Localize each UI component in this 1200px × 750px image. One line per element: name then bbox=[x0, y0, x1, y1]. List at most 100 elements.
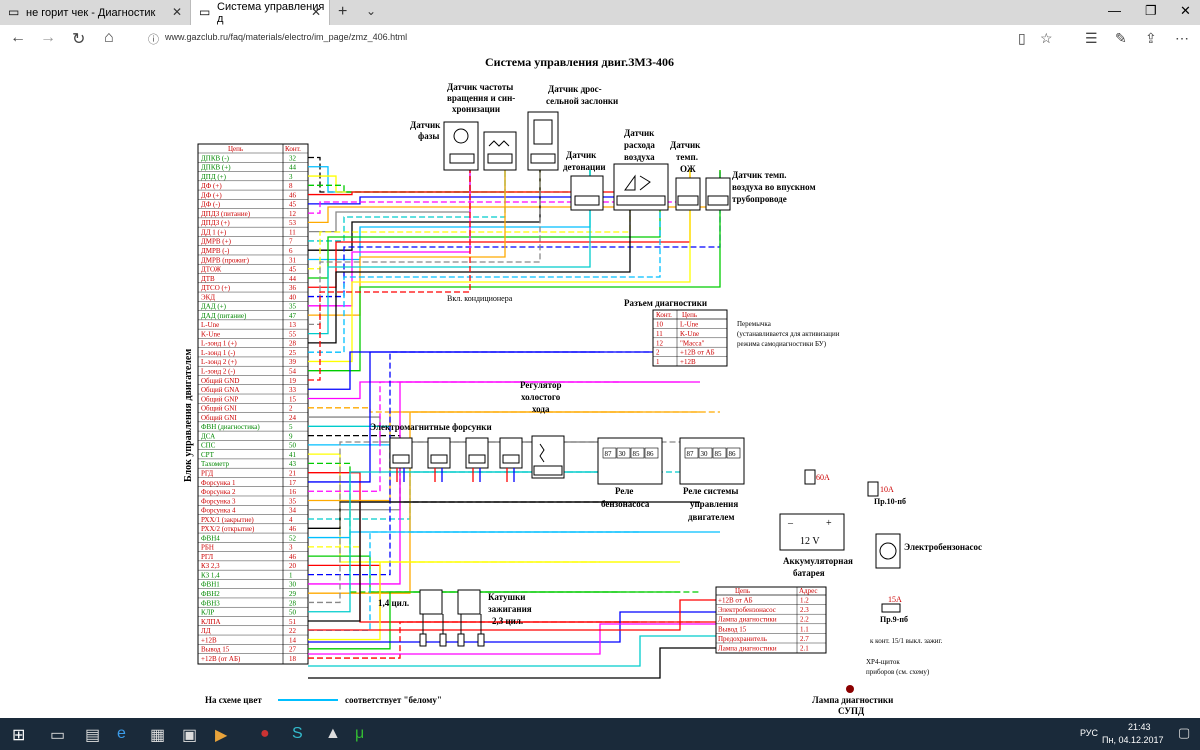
explorer-icon[interactable]: ▤ bbox=[85, 727, 101, 744]
home-icon[interactable]: ⌂ bbox=[104, 29, 114, 46]
back-icon[interactable]: ← bbox=[10, 29, 26, 46]
tab-inactive[interactable]: ▭ не горит чек - Диагностик ✕ bbox=[0, 0, 190, 25]
clock-date[interactable]: Пн, 04.12.2017 bbox=[1102, 735, 1164, 745]
ecu-pin-name: ДФ (+) bbox=[201, 191, 222, 199]
xp4-note-1: ХР4-щиток bbox=[866, 658, 900, 666]
minimize-icon[interactable]: — bbox=[1108, 3, 1121, 18]
fuel-pump-relay bbox=[597, 437, 663, 485]
notes-icon[interactable]: ✎ bbox=[1115, 30, 1127, 46]
ecu-pin-number: 21 bbox=[289, 469, 297, 477]
crank-sensor-label-3: хронизации bbox=[452, 104, 500, 114]
favorites-hub-icon[interactable]: ☰ bbox=[1085, 30, 1098, 46]
reading-view-icon[interactable]: ▯ bbox=[1018, 30, 1026, 46]
media-icon[interactable]: ▶ bbox=[215, 727, 228, 744]
ecu-pin-number: 31 bbox=[289, 256, 297, 264]
new-tab-icon[interactable]: + bbox=[338, 3, 348, 20]
xp-header-address: Адрес bbox=[799, 587, 818, 595]
ecu-pin-name: ДСА bbox=[201, 432, 215, 440]
task-view-icon[interactable]: ▭ bbox=[50, 727, 66, 744]
nav-bar: ← → ↻ ⌂ ⓘ www.gazclub.ru/faq/materials/e… bbox=[0, 25, 1200, 53]
tab-active[interactable]: ▭ Система управления д ✕ bbox=[190, 0, 330, 25]
coil-23-label: 2,3 цил. bbox=[492, 616, 523, 626]
ecu-pin-name: ДАД (+) bbox=[201, 303, 227, 311]
throttle-sensor-label-2: сельной заслонки bbox=[546, 96, 618, 106]
diagram-title: Система управления двиг.ЗМЗ-406 bbox=[485, 55, 674, 69]
relay-pin-label: 30 bbox=[701, 450, 709, 458]
windows-start-icon[interactable]: ⊞ bbox=[12, 727, 26, 744]
relay-pin-label: 86 bbox=[729, 450, 737, 458]
ecu-pin-name: РХХ/1 (закрытие) bbox=[201, 516, 254, 524]
close-icon[interactable]: ✕ bbox=[171, 5, 182, 19]
language-indicator[interactable]: РУС bbox=[1080, 728, 1099, 738]
chat-icon[interactable]: ▲ bbox=[325, 725, 341, 742]
ecu-pin-number: 14 bbox=[289, 636, 297, 644]
xp-row-circuit: Вывод 15 bbox=[718, 625, 747, 633]
engine-relay-label-3: двигателем bbox=[688, 512, 735, 522]
fuse-10-loc: Пр.10-пб bbox=[874, 497, 906, 506]
fuse-15-label: 15А bbox=[888, 595, 902, 604]
address-bar[interactable]: www.gazclub.ru/faq/materials/electro/im_… bbox=[165, 32, 408, 42]
ecu-pin-name: +12В bbox=[201, 636, 217, 644]
app-icon[interactable]: ● bbox=[260, 725, 270, 742]
ecu-pin-name: ЛД bbox=[201, 627, 211, 635]
relay-pin-label: 87 bbox=[687, 450, 695, 458]
ignition-note: к конт. 15/1 выкл. зажиг. bbox=[870, 637, 943, 645]
refresh-icon[interactable]: ↻ bbox=[72, 31, 86, 48]
ecu-pin-name: Общий GNA bbox=[201, 386, 239, 394]
crank-sensor-label-1: Датчик частоты bbox=[447, 82, 513, 92]
ecu-pin-number: 44 bbox=[289, 275, 297, 283]
folder-icon[interactable]: ▣ bbox=[182, 727, 198, 744]
ecu-pin-number: 43 bbox=[289, 460, 297, 468]
ecu-pin-number: 45 bbox=[289, 201, 297, 209]
forward-icon[interactable]: → bbox=[40, 29, 56, 46]
ecu-pin-name: Общий GNI bbox=[201, 414, 237, 422]
diag-lamp-icon bbox=[846, 685, 854, 693]
more-icon[interactable]: ⋯ bbox=[1175, 30, 1189, 46]
utorrent-icon[interactable]: μ bbox=[355, 725, 365, 742]
page-icon: ▭ bbox=[8, 5, 20, 19]
ecu-pin-number: 47 bbox=[289, 312, 297, 320]
xp-row-address: 1.2 bbox=[800, 597, 809, 605]
legend-left: На схеме цвет bbox=[205, 695, 262, 705]
ecu-pin-name: ФВН2 bbox=[201, 590, 220, 598]
ecu-pin-number: 30 bbox=[289, 581, 297, 589]
notification-icon[interactable]: ▢ bbox=[1178, 725, 1191, 740]
chevron-down-icon[interactable]: ⌄ bbox=[366, 4, 377, 18]
ecu-pin-name: Форсунка 4 bbox=[201, 507, 236, 515]
ecu-pin-name: L-зонд 1 (-) bbox=[201, 349, 236, 357]
relay-pin-label: 87 bbox=[605, 450, 613, 458]
coolant-sensor-label-1: Датчик bbox=[670, 140, 701, 150]
battery bbox=[779, 513, 845, 551]
diag-row-circuit: "Масса" bbox=[680, 339, 705, 347]
store-icon[interactable]: ▦ bbox=[150, 727, 166, 744]
battery-minus-icon: – bbox=[787, 518, 794, 529]
ignition-coil-14 bbox=[419, 589, 443, 615]
share-icon[interactable]: ⇪ bbox=[1145, 30, 1157, 46]
ecu-pin-name: ДФ (-) bbox=[201, 201, 221, 209]
edge-browser-icon[interactable]: e bbox=[117, 725, 126, 742]
page-content: Система управления двиг.ЗМЗ-406 Блок упр… bbox=[0, 52, 1200, 718]
skype-icon[interactable]: S bbox=[292, 725, 303, 742]
ecu-pin-name: СРТ bbox=[201, 451, 215, 459]
clock-time[interactable]: 21:43 bbox=[1128, 722, 1151, 732]
ecu-pin-name: ДПДЗ (питание) bbox=[201, 210, 251, 218]
diag-lamp-label-1: Лампа диагностики bbox=[812, 695, 893, 705]
ecu-pin-name: РГЛ bbox=[201, 553, 213, 561]
ecu-pin-number: 16 bbox=[289, 488, 297, 496]
restore-icon[interactable]: ❐ bbox=[1145, 3, 1157, 18]
battery-plus-icon: + bbox=[826, 518, 832, 529]
coils-label-1: Катушки bbox=[488, 592, 525, 602]
favorite-star-icon[interactable]: ☆ bbox=[1040, 30, 1053, 46]
ecu-header-circuit: Цепь bbox=[228, 145, 243, 153]
close-window-icon[interactable]: ✕ bbox=[1180, 3, 1191, 18]
fuel-pump-label: Электробензонасос bbox=[904, 542, 982, 552]
ecu-pin-name: СПС bbox=[201, 442, 216, 450]
ecu-pin-name: +12В (от АБ) bbox=[201, 655, 241, 663]
engine-relay-label-2: управления bbox=[690, 499, 738, 509]
close-icon[interactable]: ✕ bbox=[310, 5, 321, 19]
ecu-pin-number: 35 bbox=[289, 303, 297, 311]
ecu-pin-number: 19 bbox=[289, 377, 297, 385]
fuse-10 bbox=[867, 481, 879, 497]
ecu-pin-name: Форсунка 1 bbox=[201, 479, 236, 487]
intake-temp-label-3: трубопроводе bbox=[732, 194, 787, 204]
